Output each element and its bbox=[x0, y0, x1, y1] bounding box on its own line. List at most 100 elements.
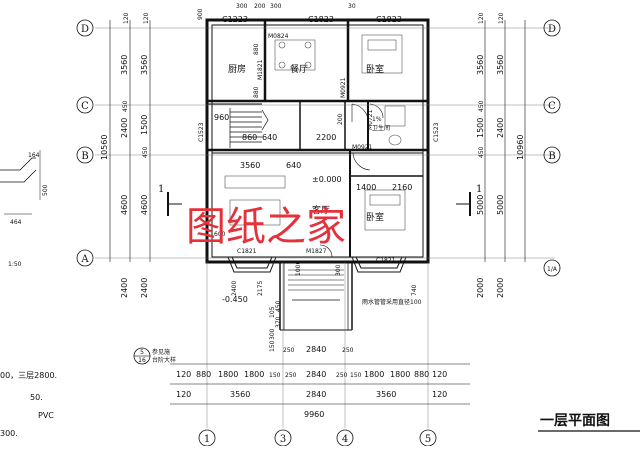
dimension-lines bbox=[109, 20, 526, 405]
right-dim-3560-a: 3560 bbox=[476, 55, 485, 75]
dim-880-a: 880 bbox=[253, 43, 260, 55]
section-marks: 1 1 bbox=[158, 184, 482, 216]
drain-note: 雨水管管采用直径100 bbox=[362, 298, 422, 306]
dim-740: 740 bbox=[411, 284, 418, 296]
bottom-r1-12: 120 bbox=[432, 370, 447, 379]
right-dim-3560-b: 3560 bbox=[496, 55, 505, 75]
top-300-b: 300 bbox=[270, 3, 282, 10]
dim-600: 600 bbox=[214, 231, 226, 238]
bottom-v300: 300 bbox=[269, 328, 276, 340]
left-dim-1500: 1500 bbox=[140, 115, 149, 135]
bay-windows bbox=[227, 256, 407, 273]
axis-label-4: 4 bbox=[342, 434, 348, 445]
room-bedroom-bottom: 卧室 bbox=[366, 211, 384, 223]
top-200: 200 bbox=[254, 3, 266, 10]
dim-640-b: 640 bbox=[286, 161, 301, 170]
index-bottom: 16 bbox=[138, 357, 146, 364]
label-c1821-right: C1821 bbox=[376, 257, 396, 264]
note-line-2: 50. bbox=[30, 393, 43, 402]
right-dim-10960: 10960 bbox=[516, 135, 525, 160]
watermark: 图纸之家 bbox=[186, 204, 346, 250]
bottom-r1-11: 880 bbox=[414, 370, 429, 379]
label-m0824: M0824 bbox=[268, 33, 289, 40]
bottom-v250-b: 250 bbox=[342, 347, 354, 354]
label-c1223: C1223 bbox=[222, 15, 248, 24]
bottom-r1-5: 250 bbox=[285, 372, 297, 379]
axis-bubbles-bottom: 1 3 4 5 bbox=[198, 429, 437, 447]
section-mark-left: 1 bbox=[158, 184, 164, 195]
bottom-r1-6: 2840 bbox=[306, 370, 326, 379]
bottom-r2-1: 3560 bbox=[230, 390, 250, 399]
axis-label-b-left: B bbox=[81, 151, 88, 162]
left-dim-450-b: 450 bbox=[142, 146, 149, 158]
top-900: 900 bbox=[197, 8, 204, 20]
bottom-r1-10: 1800 bbox=[390, 370, 410, 379]
drawing-title: 一层平面图 bbox=[540, 413, 610, 429]
bottom-r1-3: 1800 bbox=[244, 370, 264, 379]
left-dim-2400-c: 2400 bbox=[140, 278, 149, 298]
label-m0921-mid: M0921 bbox=[352, 144, 373, 151]
axis-lines bbox=[95, 27, 555, 428]
notes: 5 16 参见施 台阶大样 雨水管管采用直径100 00，三层2800. 50.… bbox=[0, 298, 422, 438]
bath-slope: 1% bbox=[372, 116, 382, 123]
left-detail: 164 500 464 1:50 bbox=[0, 150, 49, 268]
label-m1827: M1827 bbox=[306, 248, 327, 255]
note-line-4: 300. bbox=[0, 429, 18, 438]
bottom-v2840: 2840 bbox=[306, 345, 326, 354]
entrance-porch bbox=[279, 262, 353, 331]
section-mark-right: 1 bbox=[476, 184, 482, 195]
drawing-title-block: 一层平面图 bbox=[538, 413, 640, 432]
dim-3560: 3560 bbox=[240, 161, 260, 170]
index-note-2: 台阶大样 bbox=[152, 356, 176, 364]
top-partial-dims: 900 300 200 300 30 bbox=[197, 3, 356, 20]
axis-label-d-left: D bbox=[81, 24, 89, 35]
dim-2400-porch: 2400 bbox=[231, 281, 238, 296]
axis-label-3: 3 bbox=[280, 434, 286, 445]
dim-1000: 1000 bbox=[295, 261, 302, 276]
staircase bbox=[229, 108, 269, 148]
right-dim-450-a: 450 bbox=[478, 100, 485, 112]
left-dim-2400-b: 2400 bbox=[120, 278, 129, 298]
dim-2200: 2200 bbox=[316, 133, 336, 142]
axis-label-d-right: D bbox=[548, 24, 556, 35]
label-m0921-top: M0921 bbox=[340, 77, 347, 98]
bottom-r2-3: 3560 bbox=[376, 390, 396, 399]
right-dim-450-b: 450 bbox=[478, 146, 485, 158]
detail-500: 500 bbox=[42, 184, 49, 196]
right-dim-120-a: 120 bbox=[478, 12, 485, 24]
label-c1523-left: C1523 bbox=[198, 122, 205, 142]
dim-640-a: 640 bbox=[262, 133, 277, 142]
left-dim-120-b: 120 bbox=[143, 12, 150, 24]
room-labels: 厨房 餐厅 卧室 卫生间 1% 客厅 卧室 ±0.000 -0.450 bbox=[222, 63, 390, 304]
axis-label-c-right: C bbox=[548, 101, 556, 112]
bottom-r1-4: 150 bbox=[269, 372, 281, 379]
room-dining: 餐厅 bbox=[290, 63, 308, 75]
bottom-r1-2: 1800 bbox=[218, 370, 238, 379]
dim-2160: 2160 bbox=[392, 183, 412, 192]
left-dimensions: 120 120 3560 3560 450 1500 2400 450 1056… bbox=[100, 12, 150, 298]
dim-880-b: 880 bbox=[253, 86, 260, 98]
top-30: 30 bbox=[348, 3, 356, 10]
furniture bbox=[224, 34, 406, 231]
left-dim-3560-a: 3560 bbox=[120, 55, 129, 75]
index-top: 5 bbox=[140, 349, 144, 356]
bottom-v450: 450 bbox=[275, 300, 282, 312]
left-dim-3560-b: 3560 bbox=[140, 55, 149, 75]
label-c1523-right: C1523 bbox=[433, 122, 440, 142]
bottom-r1-0: 120 bbox=[176, 370, 191, 379]
door-swings bbox=[319, 103, 384, 258]
bottom-r2-2: 2840 bbox=[306, 390, 326, 399]
right-dimensions: 120 120 3560 3560 450 1500 2400 450 1096… bbox=[476, 12, 525, 298]
bottom-v105: 105 bbox=[269, 306, 276, 318]
bottom-r2-4: 120 bbox=[432, 390, 447, 399]
right-dim-5000-b: 5000 bbox=[496, 195, 505, 215]
detail-464: 464 bbox=[10, 219, 22, 226]
label-m1821: M1821 bbox=[257, 59, 264, 80]
opening-labels: C1223 C1823 C1823 M0824 M1821 M0921 M072… bbox=[198, 15, 440, 264]
label-c1823-top-mid: C1823 bbox=[308, 15, 334, 24]
bottom-r1-8: 150 bbox=[350, 372, 362, 379]
detail-scale: 1:50 bbox=[8, 261, 22, 268]
axis-label-c-left: C bbox=[81, 101, 89, 112]
bottom-dimensions: 120 880 1800 1800 150 250 2840 250 150 1… bbox=[176, 300, 447, 419]
